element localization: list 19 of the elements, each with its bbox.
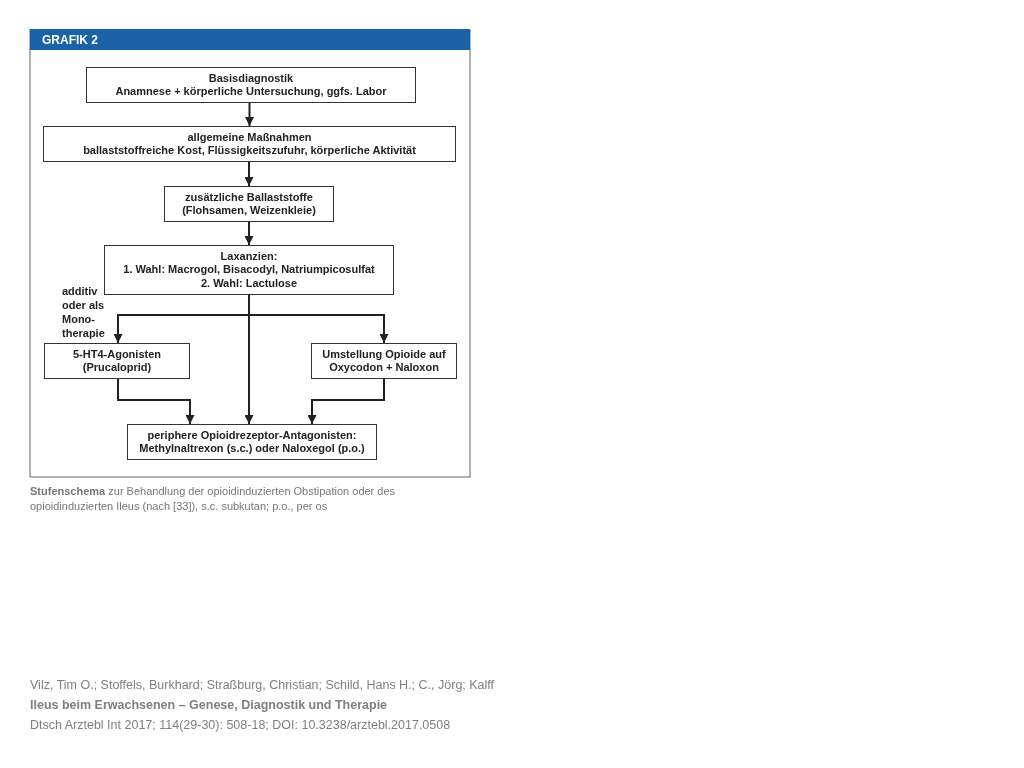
process-box: Basisdiagnostik Anamnese + körperliche Untersuchung, ggfs. Labor (86, 67, 416, 103)
arrow (245, 102, 254, 127)
citation-authors: Vilz, Tim O.; Stoffels, Burkhard; Straßburg, Christian; Schild, Hans H.; C., Jörg; Kalff (30, 678, 495, 692)
process-box: allgemeine Maßnahmen ballaststoffreiche Kost, Flüssigkeitszufuhr, körperliche Aktivität (43, 126, 456, 162)
process-box: zusätzliche Ballaststoffe (Flohsamen, Weizenkleie) (164, 186, 334, 222)
arrow (117, 378, 195, 425)
process-box: Laxanzien: 1. Wahl: Macrogol, Bisacodyl, Natriumpicosulfat 2. Wahl: Lactulose (104, 245, 394, 295)
citation-title: Ileus beim Erwachsenen – Genese, Diagnostik und Therapie (30, 698, 388, 712)
arrow (248, 294, 389, 344)
citation-source: Dtsch Arztebl Int 2017; 114(29-30): 508-18; DOI: 10.3238/arztebl.2017.0508 (30, 718, 451, 732)
figure-caption: Stufenschema zur Behandlung der opioidinduzierten Obstipation oder des opioidinduzierten Ileus (nach [33]), s.c. subkutan; p.o., per os (30, 484, 397, 514)
arrow (307, 378, 385, 425)
arrow (244, 161, 254, 187)
process-box: Umstellung Opioide auf Oxycodon + Naloxon (311, 343, 457, 379)
arrow (244, 221, 254, 246)
figure-title: GRAFIK 2 (42, 33, 98, 47)
side-note: additiv oder als Mono-therapie (62, 284, 106, 340)
process-box: periphere Opioidrezeptor-Antagonisten: Methylnaltrexon (s.c.) oder Naloxegol (p.o.) (127, 424, 377, 460)
process-box: 5-HT4-Agonisten (Prucaloprid) (44, 343, 190, 379)
